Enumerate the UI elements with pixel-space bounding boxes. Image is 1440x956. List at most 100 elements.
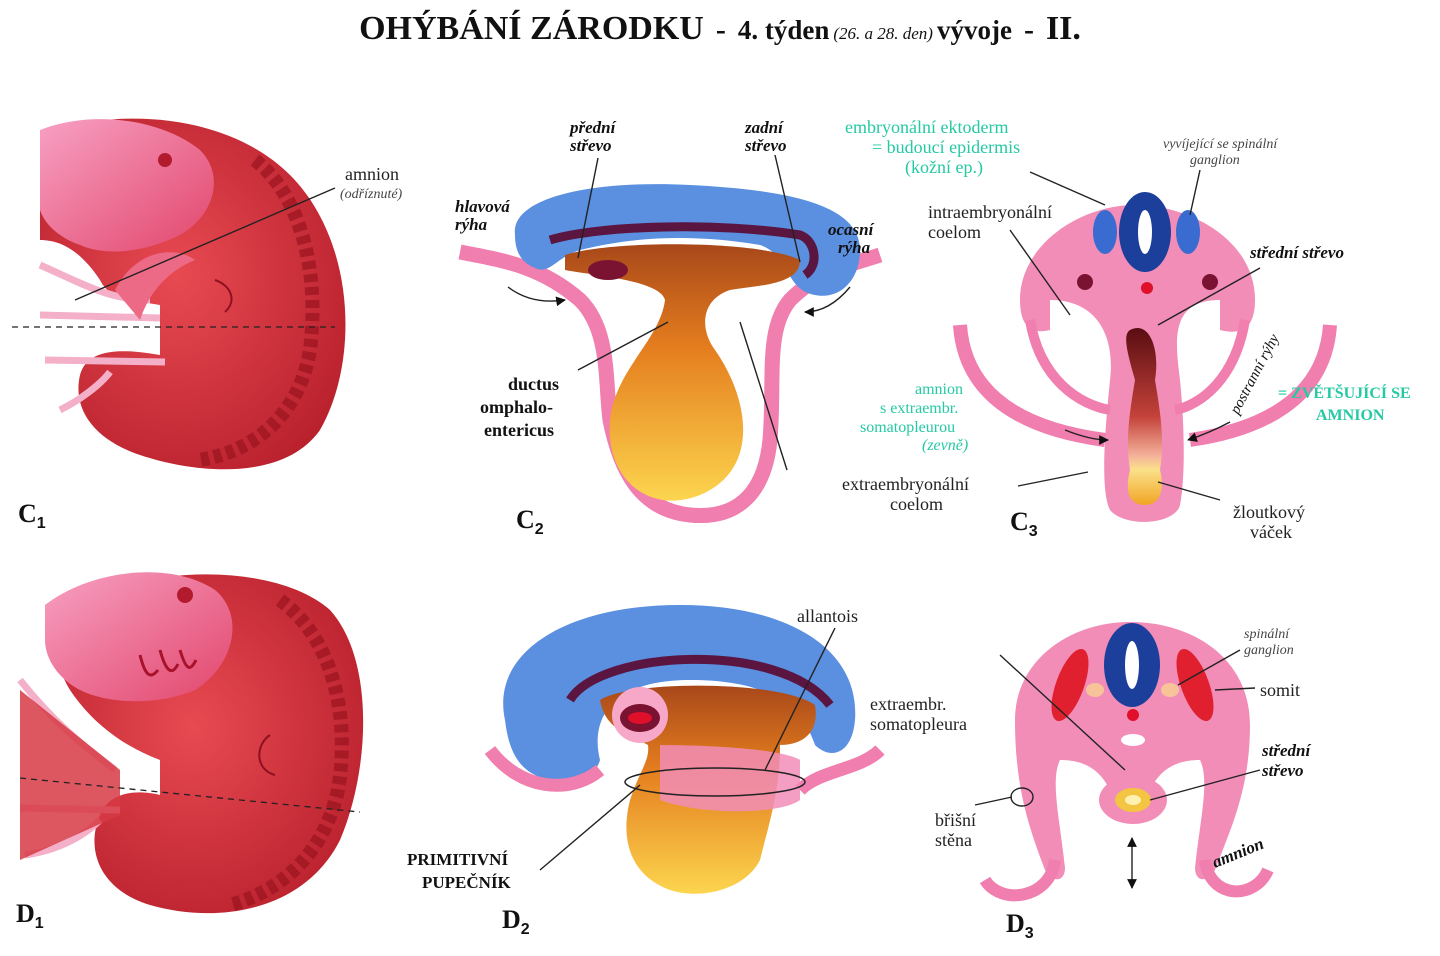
c3-coelom-pointer (1009, 229, 1071, 316)
title-days: (26. a 28. den) (833, 24, 933, 43)
label-amnion-cut: (odříznuté) (340, 187, 403, 202)
title-dash: - (1023, 13, 1034, 46)
panel-letter-d3: D3 (1006, 909, 1034, 942)
d1-pharyngeal-arches (138, 649, 198, 677)
label-head-fold-2: rýha (455, 215, 488, 234)
label-intra-coelom-1: intraembryonální (928, 202, 1052, 222)
c2-amnion-outer (458, 244, 883, 524)
c3-ectoderm-pointer (1029, 171, 1106, 206)
c3-arrow-right (1187, 421, 1231, 442)
c3-inner-arms (1025, 319, 1250, 415)
title-week: 4. týden (737, 15, 830, 45)
c2-foregut (588, 260, 628, 280)
c3-arrow-left (1064, 429, 1109, 445)
label-midgut-d3-2: střevo (1261, 761, 1304, 780)
c3-extra-coelom-pointer (1017, 471, 1089, 487)
d1-umbilical-stalk (20, 690, 120, 860)
d1-limb-bud (258, 734, 276, 776)
d3-somite-right (1176, 648, 1214, 722)
label-enlarging-amnion-2: AMNION (1316, 407, 1385, 424)
d2-cord-ring (624, 767, 806, 797)
label-head-fold-1: hlavová (455, 197, 510, 216)
label-foregut-1: přední (568, 118, 617, 137)
c2-yolk-sac (565, 244, 800, 501)
d3-somit-pointer (1214, 687, 1256, 691)
label-belly-1: břišní (935, 810, 976, 830)
c2-side-line (739, 321, 788, 471)
title-main: OHÝBÁNÍ ZÁRODKU (359, 10, 704, 47)
page-title: OHÝBÁNÍ ZÁRODKU - 4. týden (26. a 28. de… (0, 10, 1440, 48)
d2-cord-stalk (660, 745, 800, 812)
label-ductus-3: entericus (484, 420, 554, 440)
d3-mesentery-gap (1121, 734, 1145, 746)
c1-limb-bud (214, 279, 233, 313)
c3-vessel-right (1202, 274, 1218, 290)
label-hindgut-2: střevo (744, 136, 787, 155)
c2-tail-fold-arrow (804, 286, 851, 317)
c3-ganglion-left (1093, 210, 1117, 254)
c2-head-fold-arrow (507, 286, 566, 307)
label-amnion: amnion (345, 164, 399, 184)
d1-somites (228, 594, 349, 912)
label-dev-ganglion-2: ganglion (1190, 153, 1240, 168)
d3-neural-lumen (1125, 641, 1139, 689)
c1-heart-bulge (115, 252, 195, 320)
c1-head (40, 119, 214, 252)
panel-c1 (12, 118, 346, 470)
label-tail-fold-1: ocasní (828, 220, 875, 239)
panel-letter-c1: C1 (18, 499, 46, 532)
panel-letter-d1: D1 (16, 899, 44, 932)
label-extra-soma-2: somatopleura (870, 714, 967, 734)
d1-eye (177, 587, 193, 603)
label-intra-coelom-2: coelom (928, 222, 981, 242)
label-cord-2: PUPEČNÍK (422, 873, 512, 892)
panel-d2 (484, 605, 885, 894)
d3-notochord (1127, 709, 1139, 721)
d2-heart-inner (628, 712, 652, 724)
label-enlarging-amnion-1: = ZVĚTŠUJÍCÍ SE (1278, 383, 1411, 402)
label-ductus-1: ductus (508, 374, 559, 394)
panel-d3 (974, 622, 1274, 902)
label-tail-fold-2: rýha (838, 238, 871, 257)
label-allantois: allantois (797, 606, 858, 626)
d3-ganglion-right (1161, 683, 1179, 697)
d3-pointer-diag (999, 654, 1126, 771)
label-ganglion-2: ganglion (1244, 643, 1294, 658)
label-midgut-d3-1: střední (1261, 741, 1311, 760)
d2-cord-pointer (539, 784, 641, 871)
c2-hindgut-pointer (774, 154, 801, 263)
panel-letters: C1 C2 C3 D1 D2 D3 (16, 499, 1038, 942)
labels-d2: allantois extraembr. somatopleura PRIMIT… (407, 606, 967, 892)
labels-c1: amnion (odříznuté) (340, 164, 403, 202)
label-amnion-soma-2: s extraembr. (880, 400, 958, 417)
label-amnion-soma-1: amnion (915, 381, 963, 398)
c3-neural-lumen (1138, 210, 1152, 254)
d3-belly-pointer (974, 796, 1013, 806)
label-belly-2: stěna (935, 830, 972, 850)
panel-d1 (17, 572, 364, 914)
d3-somite-left (1051, 648, 1089, 722)
label-extra-coelom-1: extraembryonální (842, 474, 969, 494)
d1-head (45, 572, 233, 702)
d3-amnion-lower (979, 858, 1274, 902)
title-dash: - (715, 13, 726, 46)
label-ectoderm-2: = budoucí epidermis (872, 137, 1020, 157)
label-foregut-2: střevo (569, 136, 612, 155)
panel-letter-c2: C2 (516, 505, 544, 538)
c3-ganglion-pointer (1189, 169, 1201, 216)
label-extra-coelom-2: coelom (890, 494, 943, 514)
c1-somites (198, 154, 320, 467)
c2-foregut-pointer (577, 157, 599, 259)
label-midgut-c3: střední střevo (1249, 243, 1344, 262)
c2-neural-tube (548, 222, 819, 279)
c1-eye (158, 153, 172, 167)
label-somit: somit (1260, 680, 1300, 700)
d3-ganglion-left (1086, 683, 1104, 697)
label-ganglion-1: spinální (1244, 627, 1290, 642)
d2-neural-tube (566, 654, 834, 708)
d3-midgut-pointer (1149, 769, 1261, 801)
d2-amnion-outer (484, 745, 885, 795)
label-ectoderm-1: embryonální ektoderm (845, 117, 1008, 137)
d3-ganglion-pointer (1177, 649, 1241, 686)
